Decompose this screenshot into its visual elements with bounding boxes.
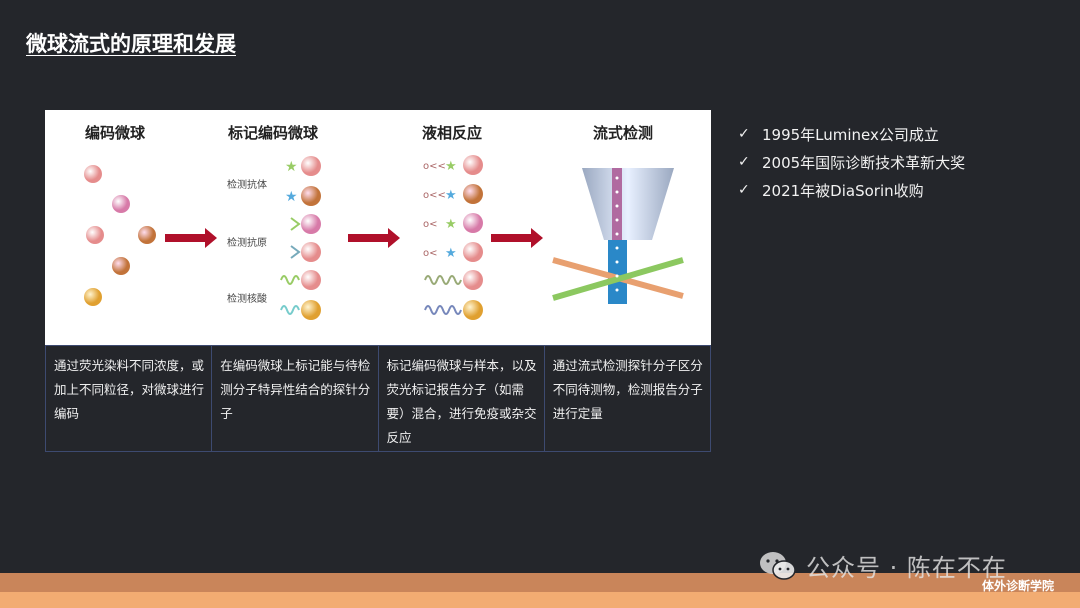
arrow-3 — [491, 228, 543, 248]
watermark-text: 公众号 · 陈在不在 — [806, 554, 1007, 582]
svg-text:★: ★ — [445, 246, 457, 261]
slide-title: 微球流式的原理和发展 — [26, 32, 236, 56]
check-icon: ✓ — [738, 126, 750, 142]
check-icon: ✓ — [738, 154, 750, 170]
arrow-1 — [165, 228, 217, 248]
stage-title-encoded-beads: 编码微球 — [85, 124, 146, 142]
svg-text:★: ★ — [285, 159, 298, 175]
milestone-item: ✓ 1995年Luminex公司成立 — [738, 120, 965, 148]
description-cell: 在编码微球上标记能与待检测分子特异性结合的探针分子 — [212, 346, 379, 451]
footer-band-light — [0, 592, 1080, 608]
principle-diagram: ★ ★ ★o<< ★o<< ★o< ★o< 编码微球 标记编码微球 液相反应 流… — [45, 110, 711, 345]
probe-label-antibody: 检测抗体 — [227, 180, 267, 191]
milestone-list: ✓ 1995年Luminex公司成立 ✓ 2005年国际诊断技术革新大奖 ✓ 2021… — [738, 120, 965, 204]
diagram-graphic: ★ ★ ★o<< ★o<< ★o< ★o< — [84, 155, 684, 320]
description-table: 通过荧光染料不同浓度，或加上不同粒径，对微球进行编码 在编码微球上标记能与待检测… — [45, 345, 711, 452]
probe-label-nucleic-acid: 检测核酸 — [227, 294, 267, 305]
milestone-text: 2021年被DiaSorin收购 — [762, 181, 924, 200]
watermark: 公众号 · 陈在不在 — [758, 548, 1007, 583]
svg-text:★: ★ — [285, 189, 298, 205]
description-cell: 标记编码微球与样本，以及荧光标记报告分子（如需要）混合，进行免疫或杂交反应 — [379, 346, 545, 451]
description-cell: 通过流式检测探针分子区分不同待测物，检测报告分子进行定量 — [552, 358, 703, 421]
description-cell: 通过荧光染料不同浓度，或加上不同粒径，对微球进行编码 — [46, 346, 213, 451]
milestone-text: 1995年Luminex公司成立 — [762, 125, 939, 144]
reaction-beads: ★o<< ★o<< ★o< ★o< — [423, 155, 483, 320]
footer-band-dark — [0, 573, 1080, 592]
stage-title-liquid-reaction: 液相反应 — [422, 124, 483, 142]
svg-text:o<: o< — [423, 219, 438, 230]
stage-title-flow-detection: 流式检测 — [593, 124, 654, 142]
labeled-beads: ★ ★ — [280, 156, 321, 320]
stage-title-labeled-beads: 标记编码微球 — [228, 124, 319, 142]
svg-text:o<<: o<< — [423, 161, 446, 172]
milestone-item: ✓ 2005年国际诊断技术革新大奖 — [738, 148, 965, 176]
milestone-item: ✓ 2021年被DiaSorin收购 — [738, 176, 965, 204]
svg-text:★: ★ — [445, 159, 457, 174]
wechat-icon — [760, 551, 796, 580]
check-icon: ✓ — [738, 182, 750, 198]
probe-label-antigen: 检测抗原 — [227, 238, 267, 249]
brand-label: 体外诊断学院 — [981, 579, 1054, 593]
milestone-text: 2005年国际诊断技术革新大奖 — [762, 153, 966, 172]
svg-text:o<: o< — [423, 248, 438, 259]
arrow-2 — [348, 228, 400, 248]
flow-cell — [552, 168, 684, 304]
svg-text:★: ★ — [445, 188, 457, 203]
svg-text:★: ★ — [445, 217, 457, 232]
encoded-beads — [84, 165, 156, 306]
arrows — [165, 228, 543, 248]
svg-text:o<<: o<< — [423, 190, 446, 201]
